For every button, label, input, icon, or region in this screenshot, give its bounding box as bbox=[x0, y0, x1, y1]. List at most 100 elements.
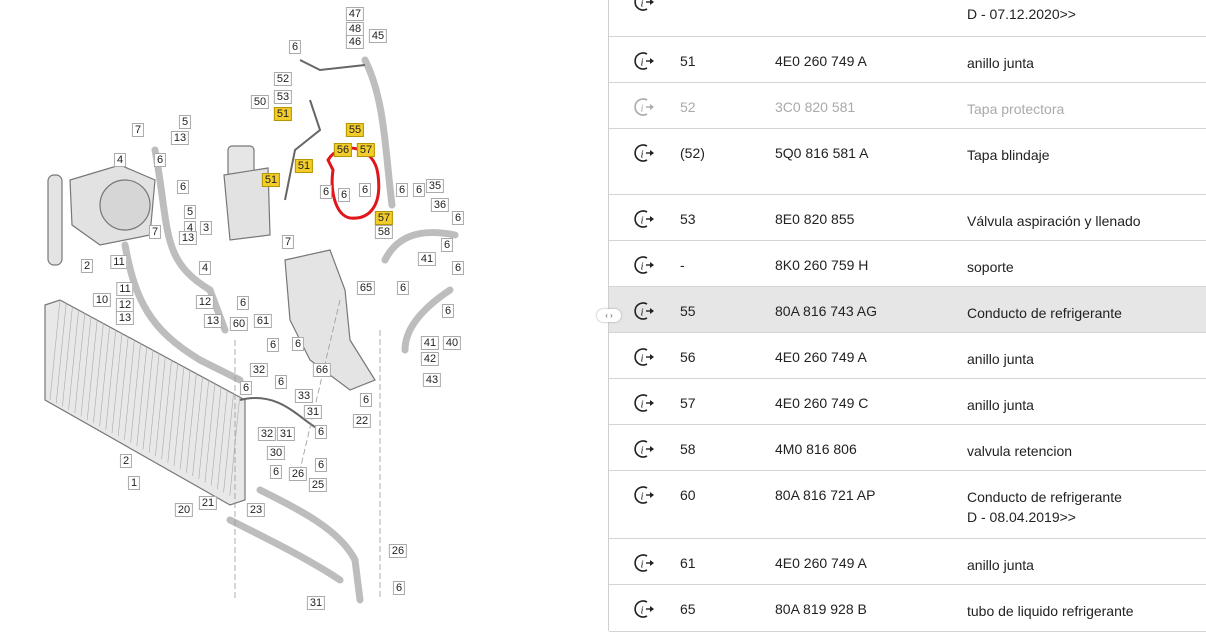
diagram-callout[interactable]: 7 bbox=[148, 225, 162, 239]
diagram-callout[interactable]: 21 bbox=[198, 496, 218, 510]
part-number[interactable]: 4E0 260 749 A bbox=[775, 53, 867, 69]
info-arrow-icon[interactable]: i bbox=[634, 439, 658, 459]
diagram-callout[interactable]: 6 bbox=[269, 465, 283, 479]
diagram-callout[interactable]: 46 bbox=[345, 35, 365, 49]
diagram-callout[interactable]: 6 bbox=[358, 183, 372, 197]
info-arrow-icon[interactable]: i bbox=[634, 553, 658, 573]
diagram-callout[interactable]: 36 bbox=[430, 198, 450, 212]
diagram-callout[interactable]: 33 bbox=[294, 389, 314, 403]
diagram-callout[interactable]: 51 bbox=[273, 107, 293, 121]
diagram-callout[interactable]: 6 bbox=[291, 337, 305, 351]
diagram-callout[interactable]: 57 bbox=[356, 143, 376, 157]
diagram-callout[interactable]: 13 bbox=[170, 131, 190, 145]
info-arrow-icon[interactable]: i bbox=[634, 599, 658, 619]
diagram-callout[interactable]: 31 bbox=[306, 596, 326, 610]
diagram-callout[interactable]: 5 bbox=[183, 205, 197, 219]
panel-resize-toggle[interactable]: ‹ › bbox=[597, 309, 621, 322]
diagram-callout[interactable]: 7 bbox=[131, 123, 145, 137]
diagram-callout[interactable]: 40 bbox=[442, 336, 462, 350]
diagram-callout[interactable]: 4 bbox=[113, 153, 127, 167]
diagram-callout[interactable]: 51 bbox=[261, 173, 281, 187]
part-number[interactable]: 4E0 260 749 A bbox=[775, 349, 867, 365]
diagram-callout[interactable]: 13 bbox=[178, 231, 198, 245]
part-number[interactable]: 4M0 816 806 bbox=[775, 441, 857, 457]
diagram-callout[interactable]: 43 bbox=[422, 373, 442, 387]
info-arrow-icon[interactable]: i bbox=[634, 97, 658, 117]
diagram-callout[interactable]: 31 bbox=[276, 427, 296, 441]
diagram-callout[interactable]: 23 bbox=[246, 503, 266, 517]
info-arrow-icon[interactable]: i bbox=[634, 209, 658, 229]
diagram-callout[interactable]: 10 bbox=[92, 293, 112, 307]
diagram-callout[interactable]: 11 bbox=[116, 282, 134, 296]
diagram-callout[interactable]: 2 bbox=[119, 454, 133, 468]
diagram-callout[interactable]: 12 bbox=[195, 295, 215, 309]
diagram-callout[interactable]: 6 bbox=[266, 338, 280, 352]
diagram-callout[interactable]: 48 bbox=[345, 22, 365, 36]
info-arrow-icon[interactable]: i bbox=[634, 143, 658, 163]
diagram-callout[interactable]: 6 bbox=[359, 393, 373, 407]
diagram-callout[interactable]: 30 bbox=[266, 446, 286, 460]
diagram-callout[interactable]: 6 bbox=[451, 211, 465, 225]
diagram-callout[interactable]: 41 bbox=[417, 252, 437, 266]
diagram-callout[interactable]: 20 bbox=[174, 503, 194, 517]
diagram-callout[interactable]: 6 bbox=[412, 183, 426, 197]
info-arrow-icon[interactable]: i bbox=[634, 485, 658, 505]
diagram-callout[interactable]: 58 bbox=[374, 225, 394, 239]
diagram-callout[interactable]: 6 bbox=[314, 458, 328, 472]
diagram-callout[interactable]: 13 bbox=[115, 311, 135, 325]
diagram-callout[interactable]: 45 bbox=[368, 29, 388, 43]
diagram-callout[interactable]: 50 bbox=[250, 95, 270, 109]
diagram-callout[interactable]: 41 bbox=[420, 336, 440, 350]
info-arrow-icon[interactable]: i bbox=[634, 301, 658, 321]
diagram-callout[interactable]: 4 bbox=[198, 261, 212, 275]
diagram-callout[interactable]: 22 bbox=[352, 414, 372, 428]
diagram-callout[interactable]: 6 bbox=[395, 183, 409, 197]
diagram-callout[interactable]: 25 bbox=[308, 478, 328, 492]
diagram-callout[interactable]: 53 bbox=[273, 90, 293, 104]
diagram-callout[interactable]: 3 bbox=[199, 221, 213, 235]
part-number[interactable]: 4E0 260 749 C bbox=[775, 395, 869, 411]
diagram-callout[interactable]: 32 bbox=[257, 427, 277, 441]
diagram-callout[interactable]: 6 bbox=[441, 304, 455, 318]
diagram-callout[interactable]: 6 bbox=[153, 153, 167, 167]
diagram-callout[interactable]: 5 bbox=[178, 115, 192, 129]
info-arrow-icon[interactable]: i bbox=[634, 0, 658, 12]
diagram-callout[interactable]: 6 bbox=[236, 296, 250, 310]
diagram-callout[interactable]: 1 bbox=[127, 476, 141, 490]
diagram-callout[interactable]: 47 bbox=[345, 7, 365, 21]
info-arrow-icon[interactable]: i bbox=[634, 347, 658, 367]
diagram-callout[interactable]: 51 bbox=[294, 159, 314, 173]
part-number[interactable]: 80A 816 721 AP bbox=[775, 487, 876, 503]
diagram-callout[interactable]: 42 bbox=[420, 352, 440, 366]
part-number[interactable]: 4E0 260 749 A bbox=[775, 555, 867, 571]
diagram-callout[interactable]: 56 bbox=[333, 143, 353, 157]
diagram-callout[interactable]: 6 bbox=[288, 40, 302, 54]
diagram-callout[interactable]: 61 bbox=[253, 314, 273, 328]
diagram-callout[interactable]: 66 bbox=[312, 363, 332, 377]
diagram-callout[interactable]: 11 bbox=[110, 255, 128, 269]
diagram-callout[interactable]: 6 bbox=[337, 188, 351, 202]
part-number[interactable]: 80A 819 928 B bbox=[775, 601, 867, 617]
diagram-callout[interactable]: 6 bbox=[176, 180, 190, 194]
diagram-callout[interactable]: 6 bbox=[314, 425, 328, 439]
diagram-callout[interactable]: 6 bbox=[239, 381, 253, 395]
diagram-callout[interactable]: 55 bbox=[345, 123, 365, 137]
part-number[interactable]: 80A 816 743 AG bbox=[775, 303, 877, 319]
diagram-callout[interactable]: 6 bbox=[440, 238, 454, 252]
diagram-callout[interactable]: 35 bbox=[425, 179, 445, 193]
diagram-callout[interactable]: 32 bbox=[249, 363, 269, 377]
diagram-callout[interactable]: 26 bbox=[288, 467, 308, 481]
diagram-callout[interactable]: 6 bbox=[396, 281, 410, 295]
